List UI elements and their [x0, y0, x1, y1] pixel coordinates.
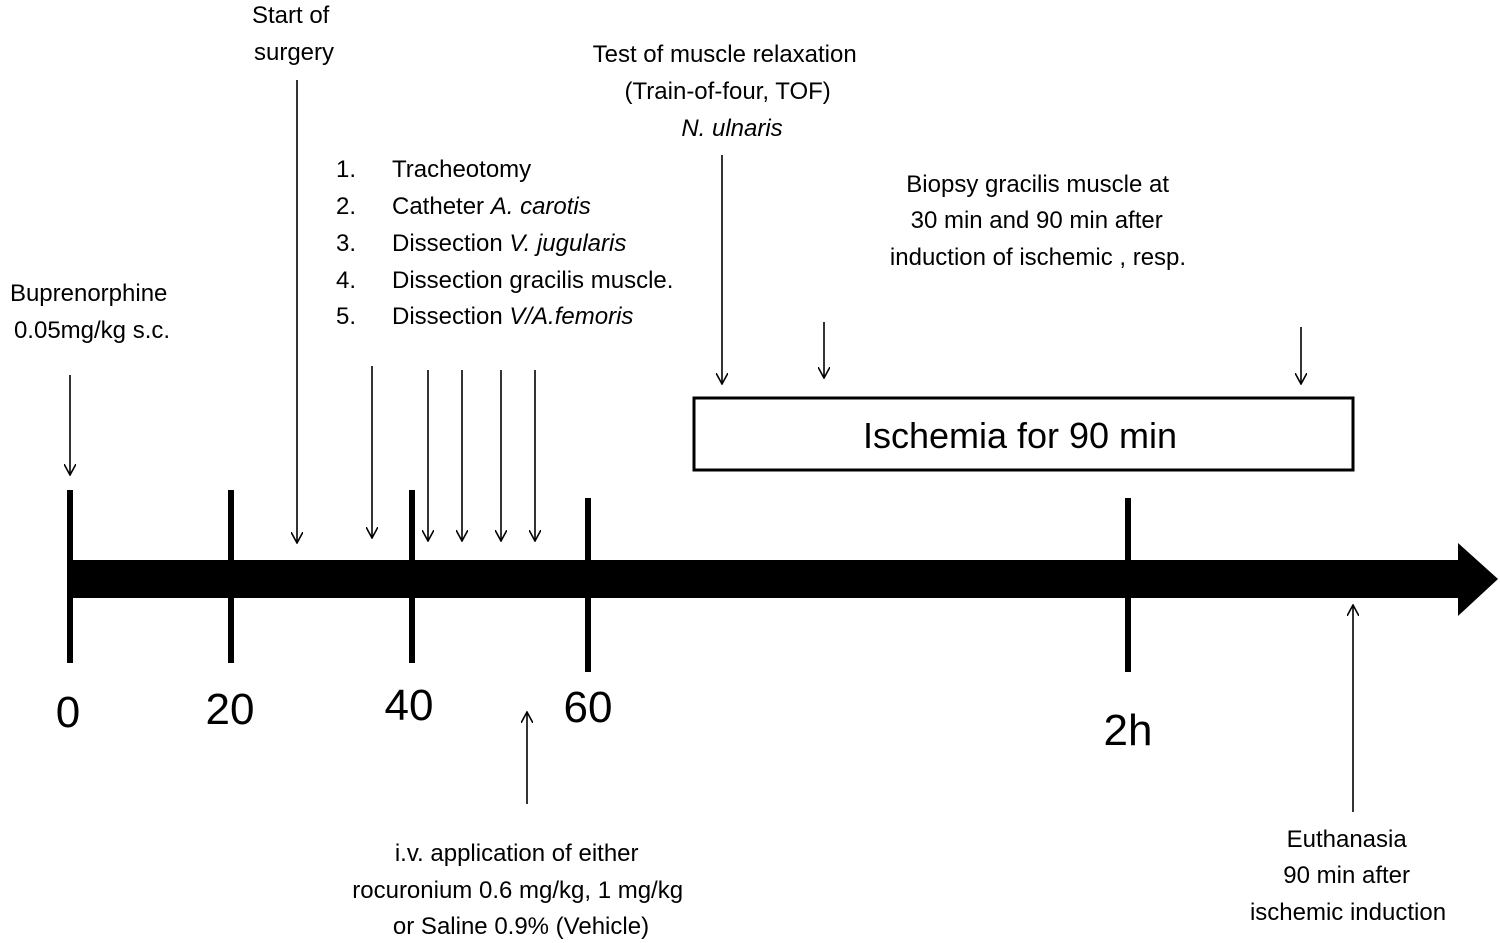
buprenorphine-label: Buprenorphine 0.05mg/kg s.c. [10, 280, 174, 344]
step-item-1: 1.Tracheotomy [336, 156, 531, 183]
tick-label-60: 60 [564, 683, 613, 732]
step-item-2: 2.Catheter A. carotis [336, 193, 591, 220]
step-item-3: 3.Dissection V. jugularis [336, 230, 626, 257]
tick-label-0: 0 [56, 688, 80, 737]
main-timeline-arrow [68, 543, 1498, 616]
step-item-4: 4.Dissection gracilis muscle. [336, 267, 673, 294]
biopsy-label: Biopsy gracilis muscle at 30 min and 90 … [890, 171, 1186, 271]
ischemia-label: Ischemia for 90 min [863, 415, 1177, 456]
euthanasia-label: Euthanasia 90 min after ischemic inducti… [1250, 826, 1446, 926]
tick-label-2h: 2h [1104, 706, 1153, 755]
start-surgery-label: Start of surgery [252, 2, 336, 66]
ischemia-box [692, 396, 1355, 472]
tick-label-40: 40 [385, 681, 434, 730]
surgery-steps-list: 1.Tracheotomy 2.Catheter A. carotis 3.Di… [336, 156, 673, 330]
iv-application-label: i.v. application of either rocuronium 0.… [352, 840, 689, 940]
tick-label-20: 20 [206, 685, 255, 734]
step-item-5: 5.Dissection V/A.femoris [336, 303, 633, 330]
tof-label: Test of muscle relaxation (Train-of-four… [593, 41, 864, 142]
